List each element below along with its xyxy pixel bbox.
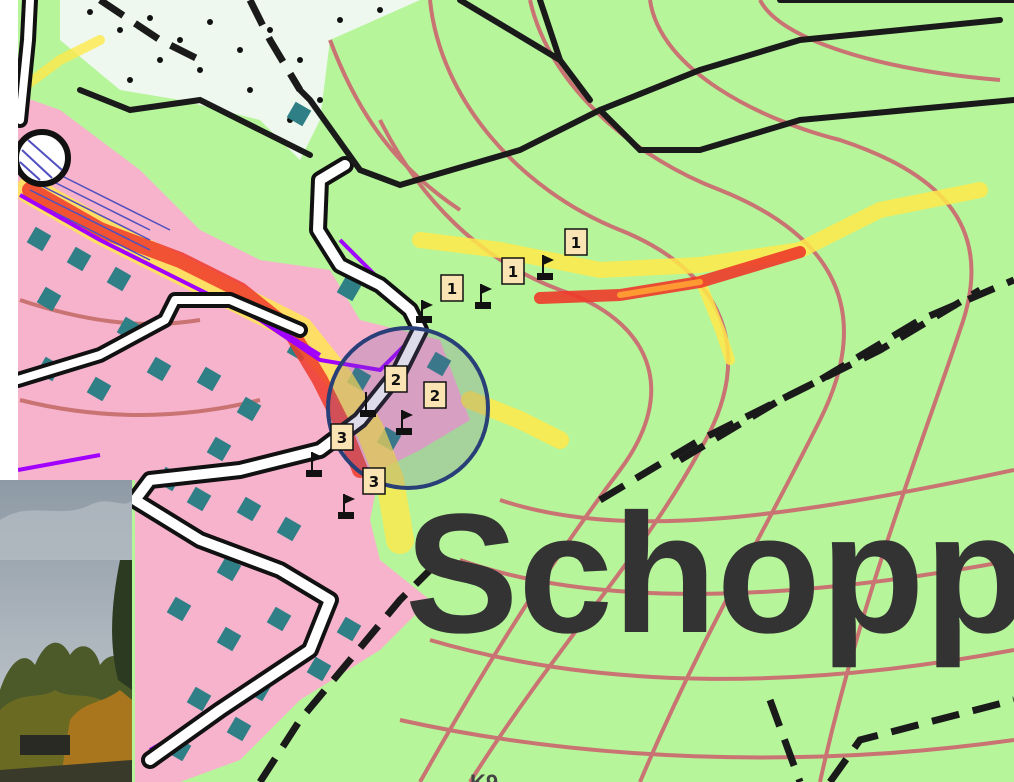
marker-label-box	[423, 381, 447, 409]
settlement-dots	[87, 7, 383, 123]
buildings	[26, 101, 452, 762]
side-road-fill	[14, 296, 304, 384]
marker-label: 1	[571, 234, 581, 252]
place-name: Schopp	[405, 479, 1014, 669]
marker-label-box	[440, 274, 464, 302]
marker-label-box	[564, 228, 588, 256]
marker-label: 1	[447, 280, 457, 298]
flag-marker[interactable]: 1	[564, 228, 588, 256]
dashed-tracks	[98, 0, 1014, 782]
flag-marker[interactable]: 3	[338, 467, 386, 519]
flag-marker[interactable]: 2	[396, 381, 447, 435]
marker-label: 3	[337, 429, 347, 447]
marker-label: 2	[430, 387, 440, 405]
marker-label-box	[362, 467, 386, 495]
inset-photo[interactable]	[0, 480, 132, 782]
main-road-fill	[130, 160, 425, 765]
marker-label: 3	[369, 473, 379, 491]
marker-label-box	[501, 257, 525, 285]
marker-label-box	[384, 365, 408, 393]
marker-label-box	[330, 423, 354, 451]
top-road-fill	[16, 0, 34, 124]
hazard-zones	[15, 35, 988, 554]
flag-marker[interactable]: 1	[440, 274, 492, 309]
flag-marker[interactable]: 2	[360, 365, 408, 417]
roads	[10, 0, 429, 769]
road-label: K9	[470, 770, 498, 782]
highlight-circle[interactable]	[326, 326, 490, 490]
tracks	[77, 0, 1014, 189]
flag-marker[interactable]	[416, 300, 433, 323]
markers: 1 1 1 2	[306, 228, 588, 519]
marker-label: 1	[508, 263, 518, 281]
forest-photo-icon	[0, 560, 132, 782]
hatched-circle-icon	[13, 129, 71, 187]
flag-marker[interactable]: 3	[306, 423, 354, 477]
left-margin	[0, 0, 18, 480]
settlement-area	[18, 95, 470, 782]
flag-marker[interactable]: 1	[501, 255, 554, 285]
marker-label: 2	[391, 371, 401, 389]
